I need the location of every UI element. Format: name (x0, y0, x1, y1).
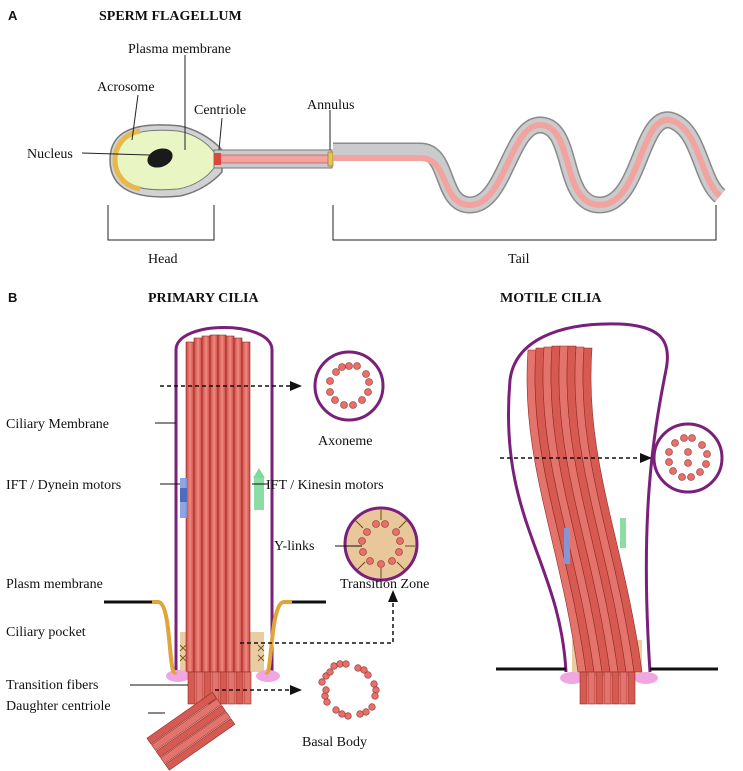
sperm-head (109, 124, 223, 198)
panel-a-letter: A (8, 8, 18, 23)
panel-a-leaders (81, 55, 717, 241)
label-plasm-membrane: Plasm membrane (6, 577, 103, 592)
axoneme-cross-section (313, 350, 385, 422)
label-centriole: Centriole (194, 103, 246, 118)
primary-cilia-title: PRIMARY CILIA (148, 291, 259, 306)
motile-axoneme-cross-section (652, 422, 724, 494)
label-tail: Tail (508, 252, 530, 267)
label-acrosome: Acrosome (97, 80, 155, 95)
centriole-shape (214, 153, 221, 165)
label-transition-zone: Transition Zone (340, 577, 429, 592)
nucleus-shape (147, 148, 173, 168)
label-head: Head (148, 252, 178, 267)
label-ift-dynein: IFT / Dynein motors (6, 478, 121, 493)
label-axoneme: Axoneme (318, 434, 372, 449)
motile-cilium (496, 322, 718, 705)
kinesin-motor-shape (254, 476, 264, 510)
label-y-links: Y-links (274, 539, 314, 554)
daughter-centriole (146, 691, 236, 771)
label-ciliary-membrane: Ciliary Membrane (6, 417, 109, 432)
motile-cilia-title: MOTILE CILIA (500, 291, 602, 306)
sperm-tail (213, 111, 727, 214)
label-basal-body: Basal Body (302, 735, 367, 750)
label-plasma-membrane: Plasma membrane (128, 42, 231, 57)
panel-b-letter: B (8, 290, 17, 305)
transition-zone-cross-section (343, 506, 419, 582)
label-nucleus: Nucleus (27, 147, 73, 162)
basal-body-cross-section (318, 660, 380, 720)
label-ciliary-pocket: Ciliary pocket (6, 625, 86, 640)
label-ift-kinesin: IFT / Kinesin motors (266, 478, 384, 493)
annulus-shape (327, 151, 334, 167)
label-daughter-centriole: Daughter centriole (6, 699, 111, 714)
panel-a-title: SPERM FLAGELLUM (99, 9, 242, 24)
label-transition-fibers: Transition fibers (6, 678, 98, 693)
primary-arrows (160, 385, 394, 691)
label-annulus: Annulus (307, 98, 354, 113)
primary-cilium (104, 326, 326, 705)
